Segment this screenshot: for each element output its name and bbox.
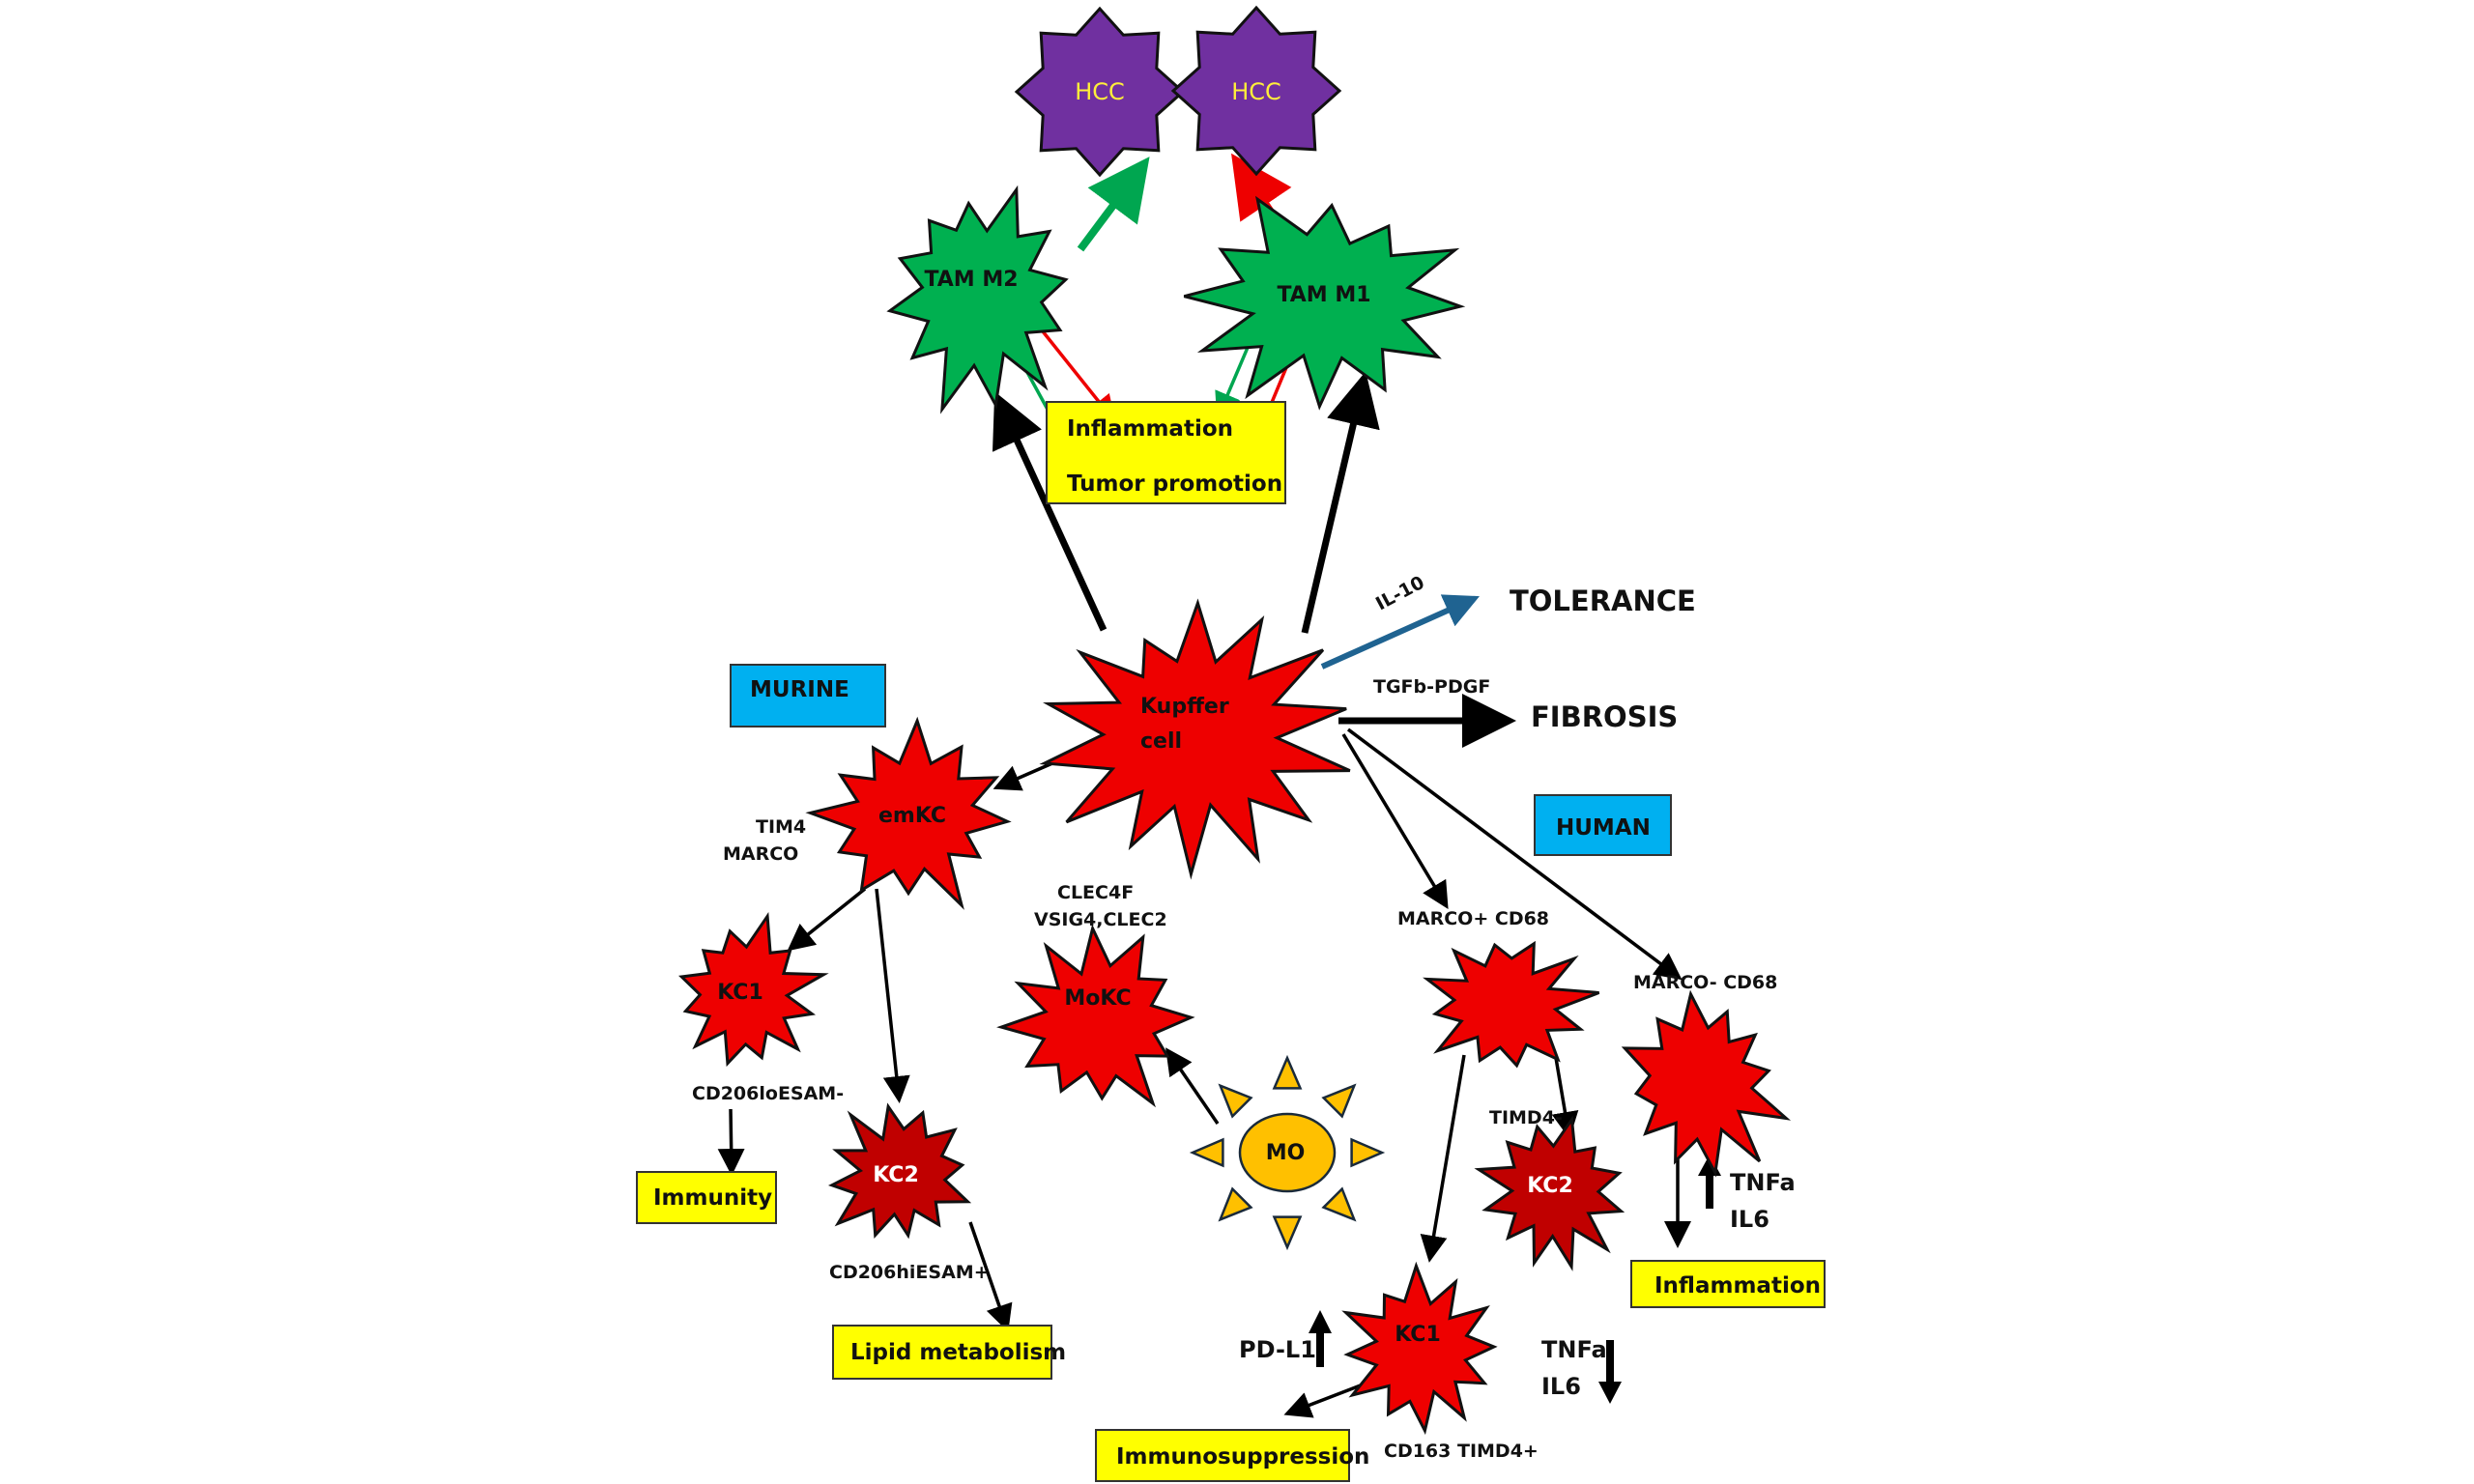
tam-outcomes-box: Inflammation Tumor promotion <box>1046 401 1286 504</box>
kc1-murine-label: KC1 <box>717 981 763 1005</box>
lipid-metabolism-box: Lipid metabolism <box>832 1325 1066 1380</box>
arrow-kc1-to-immunity <box>717 1108 745 1176</box>
tolerance-label: TOLERANCE <box>1510 585 1696 617</box>
arrows <box>717 153 1721 1418</box>
hcc-right-shape <box>1170 5 1342 177</box>
kc2-murine-label: KC2 <box>873 1163 919 1187</box>
il6-up-label: IL6 <box>1730 1206 1769 1233</box>
marco-label: MARCO <box>723 843 798 865</box>
murine-box: MURINE <box>730 664 886 728</box>
emkc-shape <box>805 716 1012 910</box>
inflammation-human-label: Inflammation <box>1654 1273 1821 1298</box>
tam-m2-label: TAM M2 <box>924 268 1018 292</box>
cd163-timd4-label: CD163 TIMD4+ <box>1384 1441 1539 1462</box>
fibrosis-label: FIBROSIS <box>1531 700 1678 733</box>
immunosuppression-box: Immunosuppression <box>1095 1429 1369 1482</box>
mo-ray <box>1272 1215 1303 1251</box>
arrow-emkc-to-kc1 <box>787 887 867 952</box>
kupffer-label-line1: Kupffer <box>1140 695 1229 719</box>
mo-ray <box>1350 1137 1386 1168</box>
mo-ray <box>1321 1186 1357 1222</box>
down-arrow-icon-tnfa-il6 <box>1598 1340 1622 1404</box>
immunosuppression-label: Immunosuppression <box>1116 1444 1369 1470</box>
cd206lo-esam-label: CD206loESAM- <box>692 1083 844 1104</box>
kc2-human-shape <box>1474 1115 1625 1271</box>
immunity-label: Immunity <box>653 1185 772 1211</box>
kupffer-cell-shape <box>1039 598 1351 880</box>
marco-neg-cell-shape <box>1621 989 1792 1178</box>
arrow-kupffer-to-marco-pos <box>1341 733 1449 910</box>
arrow-kc1-to-immunosuppression <box>1283 1380 1371 1418</box>
inflammation-human-box: Inflammation <box>1630 1260 1826 1308</box>
tam-outcome-tumor-promotion: Tumor promotion <box>1067 471 1282 497</box>
mo-body <box>1238 1112 1337 1193</box>
mo-sun-shape <box>1189 1054 1386 1251</box>
arrow-kupffer-to-marco-neg <box>1346 728 1683 981</box>
mo-ray <box>1218 1083 1253 1119</box>
mo-ray <box>1321 1083 1357 1119</box>
arrow-tam-m2-to-hcc <box>1077 157 1150 252</box>
arrow-emkc-to-kc2 <box>875 888 910 1103</box>
kc2-murine-shape <box>827 1102 972 1240</box>
il6-down-label: IL6 <box>1541 1373 1581 1400</box>
tim4-label: TIM4 <box>756 816 806 838</box>
mo-ray <box>1218 1186 1253 1222</box>
arrow-marco-pos-to-kc2 <box>1551 1057 1579 1139</box>
hcc-left-shape <box>1014 6 1186 178</box>
arrow-kupffer-to-tam-m1 <box>1301 371 1380 634</box>
il10-label: IL-10 <box>1372 572 1428 615</box>
tam-m2-shape <box>886 185 1069 414</box>
clec4f-label: CLEC4F <box>1057 882 1134 903</box>
tnfa-down-label: TNFa <box>1541 1336 1607 1363</box>
arrow-kc2-to-lipid <box>968 1221 1013 1332</box>
tgfb-pdgf-label: TGFb-PDGF <box>1373 676 1490 698</box>
mo-label: MO <box>1266 1141 1306 1165</box>
mokc-shape <box>996 924 1195 1108</box>
kc1-murine-shape <box>678 911 829 1068</box>
cd206hi-esam-label: CD206hiESAM+ <box>829 1262 990 1283</box>
mo-ray <box>1272 1054 1303 1090</box>
emkc-label: emKC <box>878 804 946 828</box>
immunity-box: Immunity <box>636 1171 777 1224</box>
arrow-kupffer-to-tolerance <box>1320 594 1480 670</box>
mo-ray <box>1189 1137 1224 1168</box>
vsig4-clec2-label: VSIG4,CLEC2 <box>1034 909 1167 930</box>
up-arrow-icon-pdl1 <box>1309 1310 1332 1367</box>
marco-pos-cell-shape <box>1423 940 1600 1069</box>
murine-label: MURINE <box>750 677 849 702</box>
hcc-right-label: HCC <box>1231 78 1281 105</box>
shapes <box>678 5 1792 1436</box>
human-box: HUMAN <box>1534 794 1672 856</box>
hcc-left-label: HCC <box>1075 78 1125 105</box>
mokc-label: MoKC <box>1064 986 1131 1011</box>
tam-m1-shape <box>1183 195 1466 411</box>
tnfa-up-label: TNFa <box>1730 1169 1796 1196</box>
lipid-metabolism-label: Lipid metabolism <box>850 1340 1066 1365</box>
marco-pos-cd68-label: MARCO+ CD68 <box>1397 908 1549 929</box>
marco-neg-cd68-label: MARCO- CD68 <box>1633 972 1777 993</box>
kc1-human-shape <box>1341 1261 1498 1436</box>
arrow-kupffer-to-tam-m2 <box>992 391 1108 632</box>
kc1-human-label: KC1 <box>1395 1323 1441 1347</box>
tam-m1-label: TAM M1 <box>1277 283 1370 307</box>
pdl1-label: PD-L1 <box>1239 1336 1316 1363</box>
timd4-neg-label: TIMD4- <box>1489 1107 1563 1128</box>
tam-outcome-inflammation: Inflammation <box>1067 416 1233 442</box>
kc2-human-label: KC2 <box>1527 1174 1573 1198</box>
arrow-mo-to-mokc <box>1165 1047 1220 1125</box>
arrow-marco-pos-to-kc1 <box>1420 1054 1466 1263</box>
human-label: HUMAN <box>1556 815 1651 841</box>
kupffer-label-line2: cell <box>1140 729 1182 754</box>
